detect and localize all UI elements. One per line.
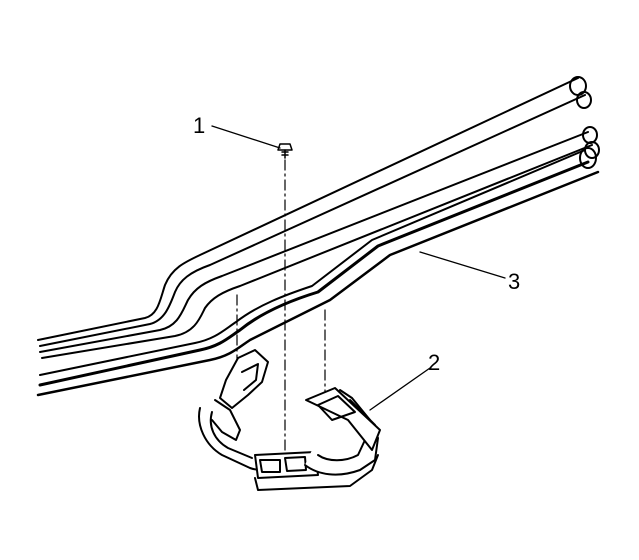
alignment-lines: [236, 159, 326, 461]
line-clip: [198, 349, 381, 491]
leader-lines: [211, 125, 506, 411]
tube-bundle: [36, 76, 600, 397]
callout-2-clip: 2: [428, 350, 441, 375]
fastener-bolt: [277, 143, 293, 159]
callout-1-fastener: 1: [193, 113, 206, 138]
callout-3-lines: 3: [508, 269, 521, 294]
